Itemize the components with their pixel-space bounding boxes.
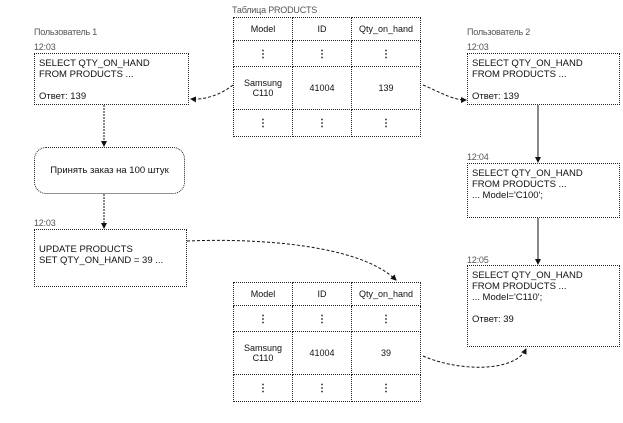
query-line: FROM PRODUCTS ... <box>472 179 567 190</box>
user1-heading: Пользователь 1 <box>34 27 98 37</box>
ellipsis: ⋮ <box>381 383 391 394</box>
ellipsis-row: ⋮ ⋮ ⋮ <box>233 374 421 402</box>
ellipsis: ⋮ <box>317 383 327 394</box>
query-line: ... Model='C100'; <box>472 190 543 201</box>
query-line: FROM PRODUCTS ... <box>39 69 134 80</box>
query-line: FROM PRODUCTS ... <box>472 281 567 292</box>
cell-qty: 139 <box>351 66 421 110</box>
arrow-table-to-user2 <box>422 84 467 103</box>
cell-id: 41004 <box>292 331 352 375</box>
user1-update-box: UPDATE PRODUCTS SET QTY_ON_HAND = 39 ... <box>34 229 187 287</box>
user2-step2-time: 12:04 <box>467 152 489 162</box>
arrow-update-to-table <box>186 239 397 281</box>
user2-heading: Пользователь 2 <box>467 27 531 37</box>
query-line: SELECT QTY_ON_HAND <box>472 270 583 281</box>
answer-text: Ответ: 39 <box>472 314 514 325</box>
query-line: SELECT QTY_ON_HAND <box>472 168 583 179</box>
query-line: UPDATE PRODUCTS <box>39 244 133 255</box>
query-line: SET QTY_ON_HAND = 39 ... <box>39 255 164 266</box>
answer-text: Ответ: 139 <box>39 91 87 102</box>
query-line: ... Model='C110'; <box>472 292 543 303</box>
user1-step1-time: 12:03 <box>34 42 56 52</box>
user1-select-box: SELECT QTY_ON_HAND FROM PRODUCTS ... Отв… <box>34 53 189 105</box>
accept-order-step: Принять заказ на 100 штук <box>34 147 185 194</box>
col-header-id: ID <box>292 282 352 306</box>
answer-text: Ответ: 139 <box>472 91 520 102</box>
ellipsis: ⋮ <box>258 383 268 394</box>
query-line: SELECT QTY_ON_HAND <box>39 58 150 69</box>
ellipsis: ⋮ <box>317 48 327 60</box>
ellipsis: ⋮ <box>381 118 391 129</box>
ellipsis-row: ⋮ ⋮ ⋮ <box>233 109 421 137</box>
col-header-model: Model <box>233 282 293 306</box>
table-header-row: Model ID Qty_on_hand <box>233 282 421 306</box>
col-header-qty: Qty_on_hand <box>351 17 421 41</box>
ellipsis: ⋮ <box>381 48 391 60</box>
user2-select-box-1: SELECT QTY_ON_HAND FROM PRODUCTS ... Отв… <box>467 53 620 105</box>
arrow-table-to-user1 <box>190 84 234 103</box>
user2-select-box-2: SELECT QTY_ON_HAND FROM PRODUCTS ... ...… <box>467 163 620 218</box>
ellipsis: ⋮ <box>317 118 327 129</box>
ellipsis-row: ⋮ ⋮ ⋮ <box>233 305 421 332</box>
query-line: FROM PRODUCTS ... <box>472 69 567 80</box>
ellipsis: ⋮ <box>258 118 268 129</box>
user2-step1-time: 12:03 <box>467 42 489 52</box>
arrow-table-to-user2-step3 <box>422 348 527 368</box>
user2-select-box-3: SELECT QTY_ON_HAND FROM PRODUCTS ... ...… <box>467 265 620 347</box>
col-header-id: ID <box>292 17 352 41</box>
ellipsis: ⋮ <box>258 48 268 60</box>
query-line: SELECT QTY_ON_HAND <box>472 58 583 69</box>
user1-step3-time: 12:03 <box>34 218 56 228</box>
ellipsis-row: ⋮ ⋮ ⋮ <box>233 40 421 67</box>
ellipsis: ⋮ <box>381 313 391 325</box>
cell-id: 41004 <box>292 66 352 110</box>
ellipsis: ⋮ <box>258 313 268 325</box>
user2-step3-time: 12:05 <box>467 255 489 265</box>
table-caption: Таблица PRODUCTS <box>232 5 318 15</box>
action-text: Принять заказ на 100 штук <box>50 165 169 176</box>
ellipsis: ⋮ <box>317 313 327 325</box>
